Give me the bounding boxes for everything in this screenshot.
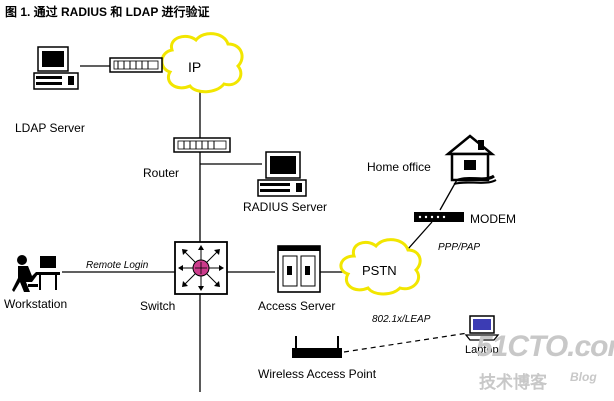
ldap-server-icon — [33, 46, 79, 90]
label-ldap-server: LDAP Server — [15, 121, 85, 135]
router-icon — [173, 137, 231, 153]
label-ppp-pap: PPP/PAP — [438, 242, 481, 253]
ip-gateway-device-icon — [109, 57, 163, 73]
wireless-access-point-icon — [292, 336, 342, 358]
label-router: Router — [143, 166, 180, 180]
label-dot1x-leap: 802.1x/LEAP — [372, 314, 431, 325]
pstn-cloud — [339, 238, 422, 296]
label-laptop: Laptop — [465, 344, 499, 356]
label-remote-login: Remote Login — [86, 260, 149, 271]
label-home-office: Home office — [367, 160, 431, 174]
watermark-site: 51CTO.com — [476, 330, 614, 363]
home-office-icon — [444, 134, 497, 185]
laptop-icon — [464, 315, 500, 341]
figure-title: 图 1. 通过 RADIUS 和 LDAP 进行验证 — [5, 5, 210, 19]
watermark-sub: 技术博客 — [479, 373, 547, 392]
access-server-icon — [277, 245, 321, 293]
workstation-icon — [12, 255, 60, 292]
ip-cloud — [160, 32, 244, 94]
label-access-server: Access Server — [258, 299, 336, 313]
label-pstn: PSTN — [362, 263, 397, 278]
label-radius-server: RADIUS Server — [243, 200, 328, 214]
link-wireless-laptop — [343, 332, 469, 353]
label-workstation: Workstation — [4, 297, 68, 311]
radius-server-icon — [257, 151, 307, 197]
watermark-blog: Blog — [570, 370, 597, 384]
label-modem: MODEM — [470, 212, 516, 226]
modem-icon — [414, 212, 464, 222]
switch-icon — [174, 241, 228, 295]
label-wireless-access-point: Wireless Access Point — [258, 367, 377, 381]
label-ip: IP — [188, 59, 202, 75]
label-switch: Switch — [140, 299, 176, 313]
